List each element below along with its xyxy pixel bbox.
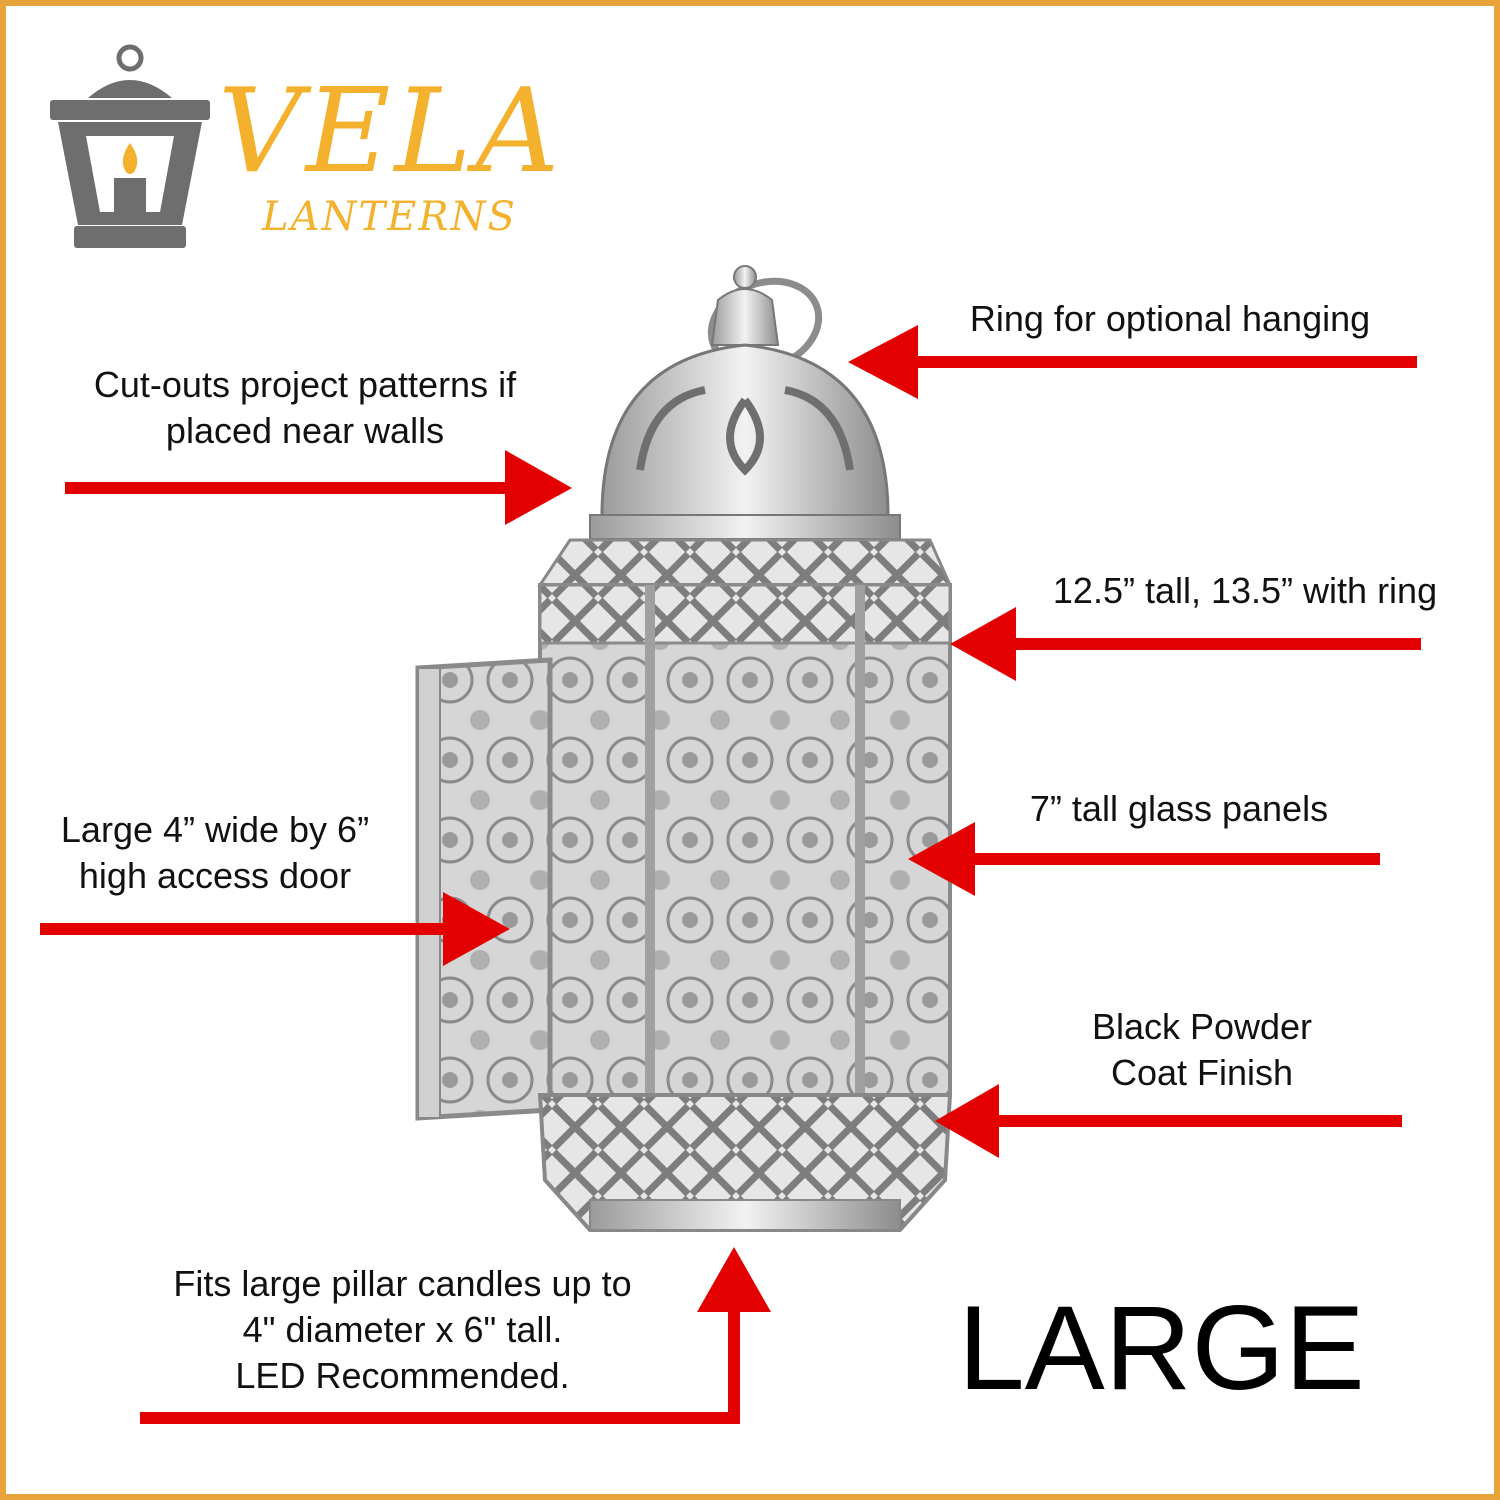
callout-height: 12.5” tall, 13.5” with ring <box>1052 570 1438 611</box>
callout-door: Large 4” wide by 6” high access door <box>60 809 370 896</box>
arrow-finish-shaft <box>985 1115 1402 1127</box>
brand-name: VELA <box>218 64 564 199</box>
callout-finish: Black Powder Coat Finish <box>1091 1006 1313 1093</box>
arrow-candle-shaft <box>140 1412 740 1424</box>
arrow-cutouts-shaft <box>65 482 515 494</box>
arrow-cutouts-head <box>505 450 572 525</box>
arrow-height-head <box>950 607 1016 681</box>
arrow-candle-head <box>697 1247 771 1312</box>
callout-ring: Ring for optional hanging <box>969 298 1371 339</box>
callout-panels: 7” tall glass panels <box>1029 788 1329 829</box>
brand-tagline: LANTERNS <box>262 194 517 240</box>
arrow-panels-shaft <box>962 853 1380 865</box>
arrow-door-shaft <box>40 923 455 935</box>
size-label: LARGE <box>958 1281 1365 1415</box>
arrow-height-shaft <box>1005 638 1421 650</box>
arrow-door-head <box>443 892 510 966</box>
arrow-panels-head <box>908 822 975 896</box>
arrow-finish-head <box>935 1084 999 1158</box>
callout-cutouts: Cut-outs project patterns if placed near… <box>93 364 517 451</box>
arrow-ring-shaft <box>905 356 1417 368</box>
arrow-candle-riser <box>728 1305 740 1424</box>
callout-candle: Fits large pillar candles up to 4" diame… <box>173 1263 632 1396</box>
arrow-ring-head <box>848 325 918 399</box>
